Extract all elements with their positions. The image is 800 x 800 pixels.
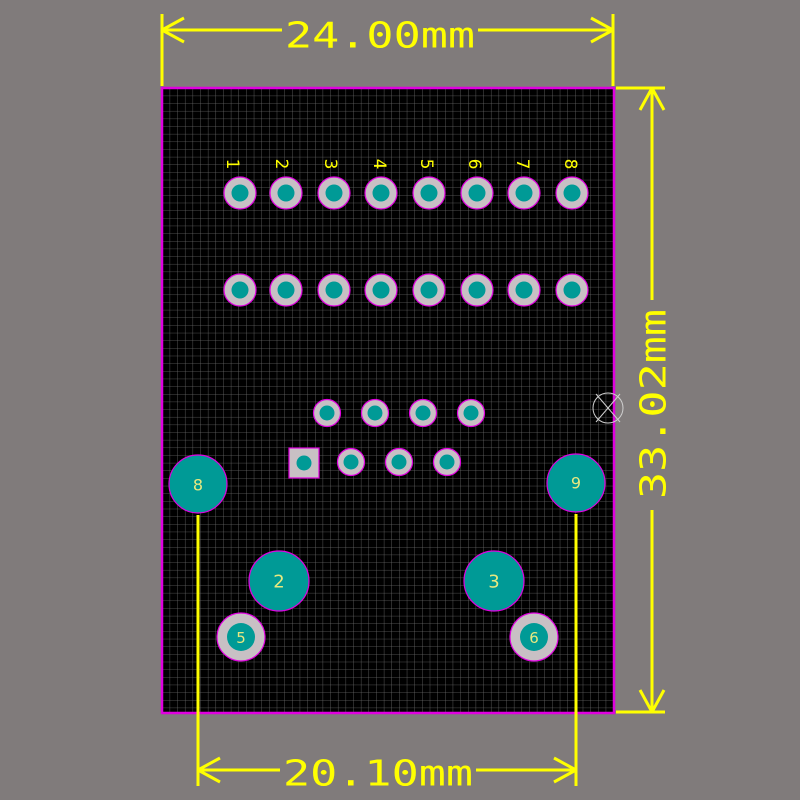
header-pin[interactable] bbox=[223, 273, 257, 307]
header-pin[interactable] bbox=[555, 176, 589, 210]
pad-label: 6 bbox=[529, 629, 539, 647]
connector-pin[interactable] bbox=[336, 447, 366, 477]
header-pin[interactable] bbox=[364, 176, 398, 210]
header-pin[interactable] bbox=[317, 273, 351, 307]
pin-label: 7 bbox=[512, 159, 532, 170]
connector-pins-lower bbox=[288, 447, 462, 479]
pin-label: 5 bbox=[416, 159, 436, 170]
header-pins-bottom-row bbox=[223, 273, 589, 307]
dimension-label-mount-spacing: 20.10mm bbox=[283, 754, 473, 795]
pin-label: 4 bbox=[369, 159, 389, 170]
dimension-label-width: 24.00mm bbox=[285, 16, 475, 57]
connector-pin[interactable] bbox=[456, 398, 486, 428]
header-pin[interactable] bbox=[364, 273, 398, 307]
header-pins-top-row bbox=[223, 176, 589, 210]
shield-pad-left[interactable]: 5 bbox=[216, 612, 266, 662]
pad-label: 2 bbox=[273, 572, 284, 593]
header-pin-labels: 1 2 3 4 5 6 7 8 bbox=[222, 159, 580, 170]
pin-label: 1 bbox=[222, 159, 242, 170]
pad-label: 3 bbox=[488, 572, 499, 593]
dimension-mount-spacing: 20.10mm bbox=[196, 514, 578, 795]
dimension-height: 33.02mm bbox=[616, 86, 675, 714]
pin-label: 2 bbox=[271, 159, 291, 170]
header-pin[interactable] bbox=[223, 176, 257, 210]
header-pin[interactable] bbox=[555, 273, 589, 307]
connector-pin[interactable] bbox=[384, 447, 414, 477]
dimension-width: 24.00mm bbox=[160, 14, 615, 86]
header-pin[interactable] bbox=[412, 176, 446, 210]
header-pin[interactable] bbox=[507, 176, 541, 210]
pad-label: 8 bbox=[193, 476, 203, 495]
led-pad-right[interactable]: 3 bbox=[463, 550, 525, 612]
origin-marker-icon bbox=[592, 392, 624, 424]
connector-pin[interactable] bbox=[432, 447, 462, 477]
connector-pin[interactable] bbox=[408, 398, 438, 428]
header-pin[interactable] bbox=[269, 273, 303, 307]
pin-label: 6 bbox=[464, 159, 484, 170]
dimension-label-height: 33.02mm bbox=[634, 309, 675, 499]
mount-pad-right[interactable]: 9 bbox=[546, 453, 606, 513]
mount-pad-left[interactable]: 8 bbox=[168, 454, 228, 514]
header-pin[interactable] bbox=[412, 273, 446, 307]
pin-label: 8 bbox=[560, 159, 580, 170]
led-pad-left[interactable]: 2 bbox=[248, 550, 310, 612]
header-pin[interactable] bbox=[317, 176, 351, 210]
header-pin[interactable] bbox=[269, 176, 303, 210]
header-pin[interactable] bbox=[507, 273, 541, 307]
header-pin[interactable] bbox=[460, 273, 494, 307]
connector-pin-square[interactable] bbox=[288, 447, 320, 479]
shield-pad-right[interactable]: 6 bbox=[509, 612, 559, 662]
connector-pins-upper bbox=[312, 398, 486, 428]
connector-pin[interactable] bbox=[360, 398, 390, 428]
pad-label: 5 bbox=[236, 629, 246, 647]
pin-label: 3 bbox=[320, 159, 340, 170]
pad-label: 9 bbox=[571, 474, 581, 493]
connector-pin[interactable] bbox=[312, 398, 342, 428]
header-pin[interactable] bbox=[460, 176, 494, 210]
